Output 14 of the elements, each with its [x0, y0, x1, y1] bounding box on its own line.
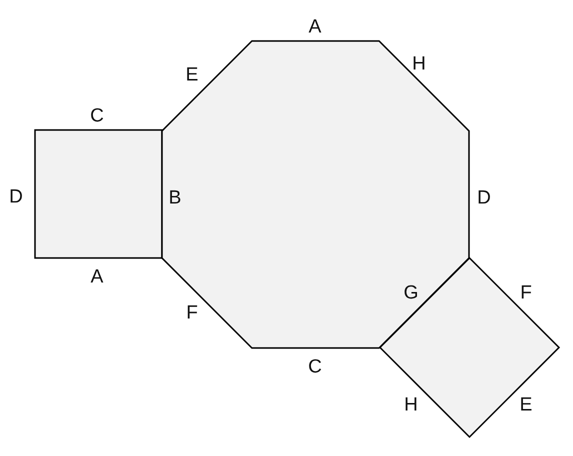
side-label: F	[186, 304, 198, 322]
side-label: C	[90, 106, 104, 126]
side-label: B	[168, 188, 182, 208]
side-label: H	[412, 54, 426, 74]
side-label: C	[308, 358, 322, 376]
side-label: D	[9, 188, 23, 206]
side-label: D	[477, 188, 491, 208]
side-label: A	[90, 268, 104, 286]
side-label: F	[520, 284, 532, 302]
side-label: E	[186, 66, 198, 84]
side-label: E	[520, 396, 532, 414]
side-label: G	[404, 284, 418, 302]
side-label: H	[404, 396, 418, 414]
side-label: A	[308, 18, 322, 36]
